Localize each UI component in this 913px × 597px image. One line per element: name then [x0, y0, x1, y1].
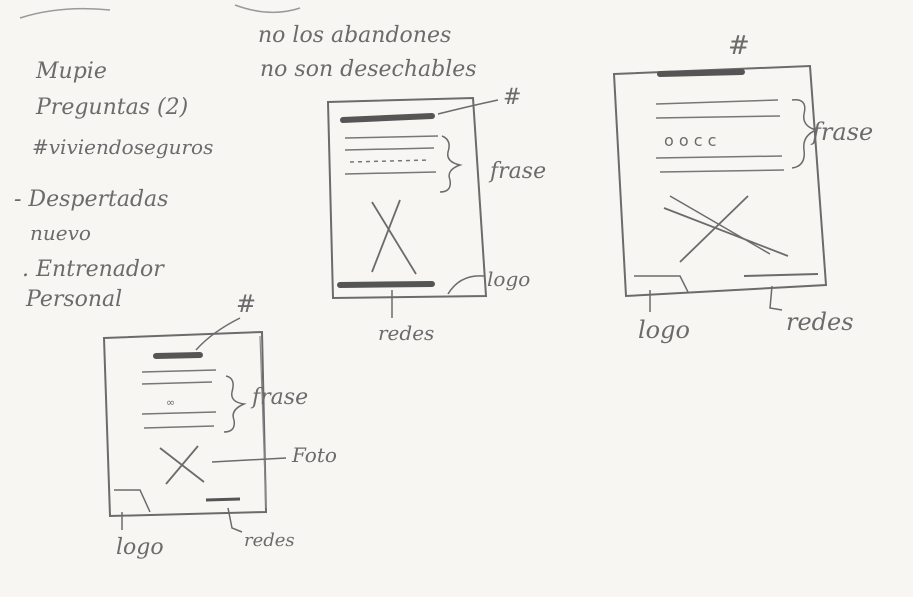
logo-box	[114, 489, 151, 513]
notes-heading: Mupie	[35, 59, 107, 84]
phrase-line	[655, 99, 779, 105]
social-bar	[205, 497, 241, 502]
hashtag-pointer	[437, 99, 499, 115]
photo-cross	[371, 201, 417, 275]
top-note-line-1: no los abandones	[258, 23, 451, 48]
social-pointer	[769, 285, 783, 311]
poster-shadow	[259, 335, 267, 509]
social-bar	[337, 281, 435, 288]
photo-cross	[165, 445, 199, 485]
poster-frame	[612, 64, 828, 298]
logo-box	[447, 275, 485, 295]
phrase-line	[344, 171, 437, 175]
sketch-left: # ∞ frase Foto logo redes	[102, 290, 337, 560]
logo-label: logo	[116, 535, 164, 560]
phrase-line	[659, 169, 785, 173]
phrase-line	[349, 159, 431, 163]
phrase-label: frase	[810, 118, 873, 146]
notes-item-1b: nuevo	[30, 221, 91, 245]
sketch-middle: # frase logo redes	[326, 85, 546, 345]
hashtag-label: #	[236, 290, 256, 318]
notes-hashtag: #viviendoseguros	[32, 135, 213, 159]
phrase-line	[141, 369, 217, 373]
phrase-brace	[791, 99, 819, 169]
poster-frame	[326, 96, 488, 300]
hashtag-bar	[657, 69, 745, 77]
social-label: redes	[244, 530, 295, 551]
phrase-line	[655, 115, 781, 119]
top-note: no los abandones no son desechables	[258, 23, 477, 82]
phrase-line	[344, 147, 435, 151]
phrase-line	[141, 381, 213, 385]
poster-frame	[102, 330, 268, 518]
phrase-line	[344, 135, 439, 139]
hashtag-label: #	[503, 85, 521, 110]
hashtag-bar	[153, 352, 203, 359]
phrase-dots: o o c c	[664, 131, 716, 150]
hashtag-bar	[340, 113, 435, 123]
social-label: redes	[786, 308, 854, 336]
phrase-dots: ∞	[166, 396, 175, 409]
notes-questions: Preguntas (2)	[35, 95, 188, 120]
phrase-line	[141, 411, 217, 415]
phrase-label: frase	[488, 159, 546, 184]
phrase-line	[655, 155, 783, 159]
notes-item-1a: - Despertadas	[14, 187, 168, 212]
notes-block: Mupie Preguntas (2) #viviendoseguros - D…	[14, 59, 213, 312]
hashtag-label: #	[728, 31, 750, 61]
notes-item-2b: Personal	[25, 287, 122, 312]
phrase-label: frase	[250, 385, 308, 410]
social-bar	[743, 273, 819, 277]
sketch-right: # o o c c frase logo redes	[612, 31, 873, 344]
top-note-line-2: no son desechables	[260, 57, 477, 82]
photo-cross	[663, 207, 789, 257]
logo-label: logo	[487, 267, 530, 291]
notes-item-2a: . Entrenador	[22, 257, 165, 282]
logo-box	[634, 275, 689, 293]
photo-cross	[669, 195, 771, 255]
social-pointer	[227, 507, 243, 533]
photo-pointer	[211, 457, 287, 463]
scribble-arc	[234, 4, 301, 14]
phrase-brace	[223, 375, 247, 433]
social-label: redes	[378, 321, 434, 345]
photo-cross	[679, 195, 749, 263]
hashtag-pointer	[195, 317, 241, 351]
phrase-brace	[439, 135, 463, 193]
phrase-line	[143, 425, 215, 429]
photo-label: Foto	[291, 443, 337, 467]
scribble-arc	[19, 7, 111, 19]
logo-label: logo	[638, 316, 690, 344]
photo-cross	[371, 199, 401, 273]
